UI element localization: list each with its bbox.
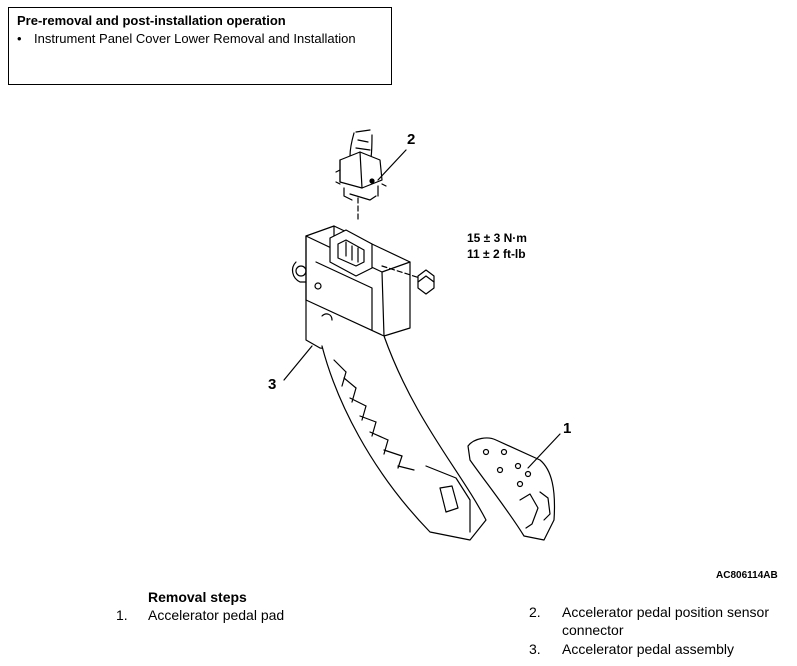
pre-removal-note-box: Pre-removal and post-installation operat… [8,7,392,85]
step-label: Accelerator pedal assembly [562,641,734,657]
leader-line-1 [527,433,561,469]
step-number: 3. [529,641,541,657]
accelerator-pedal-figure: 2 3 1 15 ± 3 N·m 11 ± 2 ft-lb AC806114AB [268,129,778,581]
mounting-nut [417,269,435,295]
pedal-illustration [283,129,561,541]
figure-code: AC806114AB [716,570,778,581]
note-item: • Instrument Panel Cover Lower Removal an… [17,31,356,46]
leader-line-3 [283,345,313,381]
removal-step-3: 3. Accelerator pedal assembly [529,641,795,659]
bullet: • [17,31,22,46]
torque-metric: 15 ± 3 N·m [467,231,527,245]
step-label-line2: connector [562,622,624,638]
step-label-line1: Accelerator pedal position sensor [562,604,770,620]
pedal-housing [291,225,411,351]
torque-imperial: 11 ± 2 ft-lb [467,247,526,261]
sensor-connector [335,129,387,201]
removal-step-2: 2. Accelerator pedal position sensor con… [529,604,795,640]
pedal-arm [321,335,487,541]
step-number: 1. [116,607,128,623]
step-number: 2. [529,604,541,620]
step-label: Accelerator pedal pad [148,607,285,623]
leader-line-2 [377,149,407,181]
removal-steps-title: Removal steps [148,589,247,605]
callout-1: 1 [563,420,572,437]
torque-spec: 15 ± 3 N·m 11 ± 2 ft-lb [467,230,527,262]
callout-3: 3 [268,376,277,393]
note-title: Pre-removal and post-installation operat… [17,13,286,28]
removal-step-1: 1. Accelerator pedal pad [116,607,396,625]
callout-2: 2 [407,131,416,148]
note-item-text: Instrument Panel Cover Lower Removal and… [34,31,356,46]
